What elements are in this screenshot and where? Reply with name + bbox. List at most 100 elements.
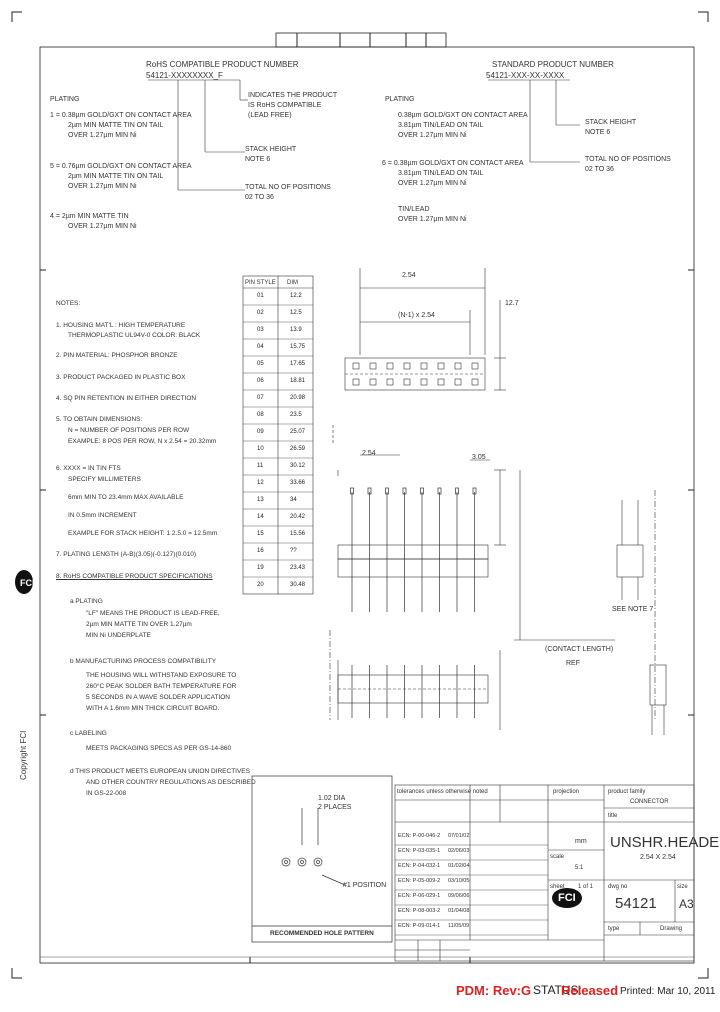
pin-style-cell: 16 [257, 548, 264, 554]
note-1b: THERMOPLASTIC UL94V-0 COLOR: BLACK [68, 332, 201, 339]
revision-ecn: ECN: P-00-046-2 [398, 833, 441, 839]
note-2: 2. PIN MATERIAL: PHOSPHOR BRONZE [56, 352, 178, 359]
plating-title: PLATING [50, 96, 80, 103]
note-8a-3: MIN Ni UNDERPLATE [86, 632, 151, 639]
fci-logo-text: FCI [558, 892, 576, 904]
pin-style-cell: 02 [257, 310, 264, 316]
note-5c: EXAMPLE: 8 POS PER ROW, N x 2.54 = 20.32… [68, 438, 217, 445]
plating-1-l3: OVER 1.27µm MIN Ni [68, 132, 137, 139]
std-stack-callout: STACK HEIGHT [585, 119, 637, 126]
dim-t1-label: 2.54 [362, 450, 376, 457]
pin-style-cell: 15 [257, 531, 264, 537]
table-row: 02 12.5 [243, 305, 313, 322]
dim-cell: 18.81 [290, 378, 306, 384]
product-title: UNSHR.HEADER [610, 834, 720, 851]
indicates-callout-2: IS RoHS COMPATIBLE [248, 102, 322, 109]
dim-cell: 20.98 [290, 395, 306, 401]
sheet-value: 1 of 1 [578, 884, 594, 890]
hole-pattern-box [251, 775, 393, 943]
dim-cell: 26.59 [290, 446, 306, 452]
stack-callout: STACK HEIGHT [245, 146, 297, 153]
dim-cell: 34 [290, 497, 297, 503]
std-plating-b0: 6 = 0.38µm GOLD/GXT ON CONTACT AREA [382, 160, 524, 167]
hole-pattern-title: RECOMMENDED HOLE PATTERN [270, 930, 374, 937]
top-view-pin [403, 362, 411, 370]
top-view-pin [369, 362, 377, 370]
revision-date: 01/04/08 [448, 908, 470, 914]
note-8d-1: AND OTHER COUNTRY REGULATIONS AS DESCRIB… [86, 779, 256, 786]
std-total-range: 02 TO 36 [585, 166, 614, 173]
pin-style-cell: 19 [257, 565, 264, 571]
top-view-pin [471, 378, 479, 386]
top-view-pin [352, 378, 360, 386]
note-4: 4. SQ PIN RETENTION IN EITHER DIRECTION [56, 395, 197, 402]
revision-date: 01/02/04 [448, 863, 470, 869]
plating-5-l2: 2µm MIN MATTE TIN ON TAIL [68, 173, 164, 180]
top-view-pin [454, 362, 462, 370]
contact-label: (CONTACT LENGTH) [545, 646, 614, 653]
plating-4: 4 = 2µm MIN MATTE TIN [50, 213, 129, 220]
note-8: 8. RoHS COMPATIBLE PRODUCT SPECIFICATION… [56, 573, 213, 580]
std-plating-title: PLATING [385, 96, 415, 103]
side-view-pin-tip [367, 487, 372, 495]
hole-callout-2: 2 PLACES [318, 804, 352, 811]
top-view-pin [403, 378, 411, 386]
top-view-pin [420, 378, 428, 386]
hole-callout-1: 1.02 DIA [318, 795, 346, 802]
dim-t2-label: 3.05 [472, 454, 486, 461]
top-view-pin [352, 362, 360, 370]
note-8b-3: 5 SECONDS IN A WAVE SOLDER APPLICATION [86, 694, 231, 701]
stack-note: NOTE 6 [245, 156, 271, 163]
plating-5: 5 = 0.76µm GOLD/GXT ON CONTACT AREA [50, 163, 192, 170]
revision-date: 02/06/03 [448, 848, 470, 854]
title-label: title [608, 813, 618, 819]
note-8b-2: 260°C PEAK SOLDER BATH TEMPERATURE FOR [86, 683, 237, 690]
note-3: 3. PRODUCT PACKAGED IN PLASTIC BOX [56, 374, 186, 381]
product-family-label: product family [608, 789, 646, 795]
revision-date: 11/05/09 [448, 923, 470, 929]
status-value: Released [561, 983, 619, 998]
product-family-value: CONNECTOR [630, 799, 669, 805]
revision-ecn: ECN: P-05-009-2 [398, 878, 441, 884]
dim-cell: 12.5 [290, 310, 302, 316]
std-plating-a1: 0.38µm GOLD/GXT ON CONTACT AREA [398, 112, 528, 119]
total-callout: TOTAL NO OF POSITIONS [245, 184, 331, 191]
dim-cell: 30.48 [290, 582, 306, 588]
revision-ecn: ECN: P-04-032-1 [398, 863, 441, 869]
drawing-label: Drawing [660, 926, 683, 932]
dim-cell: ?? [290, 548, 297, 554]
dim-cell: 33.66 [290, 480, 306, 486]
dim-cell: 12.2 [290, 293, 302, 299]
top-view-pin [437, 378, 445, 386]
note-8d-2: IN GS-22-008 [86, 790, 127, 797]
revision-date: 07/01/02 [448, 833, 470, 839]
sheet-label: sheet [550, 884, 565, 890]
dim-pitch-label: 2.54 [402, 272, 416, 279]
plating-1-l2: 2µm MIN MATTE TIN ON TAIL [68, 122, 164, 129]
dim-cell: 23.5 [290, 412, 302, 418]
dim-cell: 15.75 [290, 344, 306, 350]
std-plating-b2: OVER 1.27µm MIN Ni [398, 180, 467, 187]
sec-label: SEE NOTE 7 [612, 606, 654, 613]
top-view-pin [386, 378, 394, 386]
dwg-no: 54121 [615, 895, 657, 912]
side-view-pin-tip [455, 487, 459, 495]
size-value: A3 [679, 897, 694, 911]
note-7: 7. PLATING LENGTH (A-B)(3.05)(-0.127)(0.… [56, 551, 197, 558]
std-number: 54121-XXX-XX-XXXX [486, 71, 565, 80]
dim-cell: 25.07 [290, 429, 306, 435]
dwg-no-label: dwg no [608, 884, 628, 890]
dim-cell: 30.12 [290, 463, 306, 469]
indicates-callout: INDICATES THE PRODUCT [248, 92, 338, 99]
side-view-pin-tip [472, 487, 477, 495]
top-view-pin [471, 362, 479, 370]
top-view-pin [454, 378, 462, 386]
